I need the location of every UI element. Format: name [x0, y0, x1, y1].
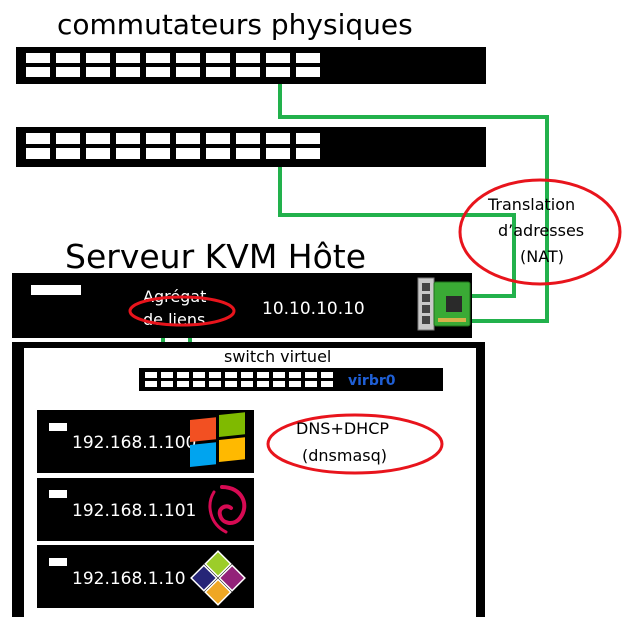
switch-port	[236, 67, 260, 77]
switch-port	[236, 53, 260, 63]
network-card-icon	[417, 277, 471, 331]
link-switch2-to-nic	[278, 167, 516, 298]
switch-port	[206, 133, 230, 144]
link-switch1-to-nic	[278, 84, 549, 323]
vm-1	[37, 410, 254, 473]
physical-switch-1	[16, 47, 486, 84]
switch-port	[206, 53, 230, 63]
switch-1-ports	[26, 53, 320, 77]
vm-1-ip: 192.168.1.100	[72, 433, 196, 453]
switch-port	[209, 372, 221, 378]
host-title: Serveur KVM Hôte	[65, 237, 366, 276]
switch-port	[296, 67, 320, 77]
vm-3-led	[49, 558, 67, 566]
switch-port	[266, 67, 290, 77]
switch-port	[257, 381, 269, 387]
switch-port	[56, 53, 80, 63]
switch-port	[176, 67, 200, 77]
vm-2-ip: 192.168.1.101	[72, 501, 196, 521]
switch-port	[273, 381, 285, 387]
switch-port	[146, 148, 170, 159]
switch-port	[177, 372, 189, 378]
dns-label-line1: DNS+DHCP	[296, 419, 389, 438]
vm-2	[37, 478, 254, 541]
switch-port	[26, 67, 50, 77]
switch-port	[193, 381, 205, 387]
switch-port	[241, 372, 253, 378]
nat-label-line2: d’adresses	[498, 221, 584, 240]
switch-port	[161, 372, 173, 378]
switch-port	[257, 372, 269, 378]
switch-port	[296, 133, 320, 144]
virtual-switch-ports	[145, 372, 333, 387]
switch-port	[86, 133, 110, 144]
switch-port	[206, 148, 230, 159]
switch-port	[296, 148, 320, 159]
switch-port	[273, 372, 285, 378]
switch-port	[209, 381, 221, 387]
switch-port	[236, 148, 260, 159]
dns-label-line2: (dnsmasq)	[302, 446, 387, 465]
vm-3-ip: 192.168.1.10	[72, 569, 186, 589]
nat-label-line3: (NAT)	[520, 247, 564, 266]
windows-logo-icon	[190, 412, 245, 467]
vm-1-led	[49, 423, 67, 431]
switch-port	[145, 372, 157, 378]
switch-port	[146, 53, 170, 63]
switch-port	[176, 148, 200, 159]
host-ip-label: 10.10.10.10	[262, 299, 365, 319]
switch-port	[266, 133, 290, 144]
switch-port	[56, 67, 80, 77]
centos-logo-icon	[190, 550, 246, 606]
switch-port	[116, 148, 140, 159]
switch-port	[321, 372, 333, 378]
switch-port	[86, 53, 110, 63]
switch-port	[26, 53, 50, 63]
switch-port	[289, 372, 301, 378]
switch-port	[146, 133, 170, 144]
switch-port	[241, 381, 253, 387]
switch-port	[193, 372, 205, 378]
switch-port	[206, 67, 230, 77]
switch-port	[225, 372, 237, 378]
switch-port	[116, 53, 140, 63]
switch-port	[225, 381, 237, 387]
vm-2-led	[49, 490, 67, 498]
switch-port	[296, 53, 320, 63]
switch-port	[305, 372, 317, 378]
switch-port	[116, 67, 140, 77]
host-server	[12, 273, 472, 338]
switch-port	[289, 381, 301, 387]
switch-port	[116, 133, 140, 144]
switch-port	[145, 381, 157, 387]
switch-port	[266, 148, 290, 159]
switch-port	[146, 67, 170, 77]
switch-port	[321, 381, 333, 387]
switch-port	[266, 53, 290, 63]
switch-port	[177, 381, 189, 387]
host-led	[31, 285, 81, 295]
vswitch-name: virbr0	[348, 373, 396, 389]
nat-highlight	[458, 178, 622, 286]
switch-port	[86, 148, 110, 159]
nat-label-line1: Translation	[487, 195, 575, 214]
switch-port	[56, 148, 80, 159]
switch-port	[86, 67, 110, 77]
switch-port	[305, 381, 317, 387]
virtual-switch	[139, 368, 443, 391]
physical-switches-title: commutateurs physiques	[57, 8, 413, 41]
bond-highlight	[128, 295, 236, 327]
switch-2-ports	[26, 133, 320, 159]
switch-port	[26, 133, 50, 144]
vswitch-label: switch virtuel	[224, 347, 331, 366]
switch-port	[56, 133, 80, 144]
switch-port	[176, 53, 200, 63]
switch-port	[161, 381, 173, 387]
switch-port	[176, 133, 200, 144]
debian-logo-icon	[208, 485, 247, 534]
switch-port	[26, 148, 50, 159]
dns-dhcp-highlight	[266, 413, 444, 475]
switch-port	[236, 133, 260, 144]
